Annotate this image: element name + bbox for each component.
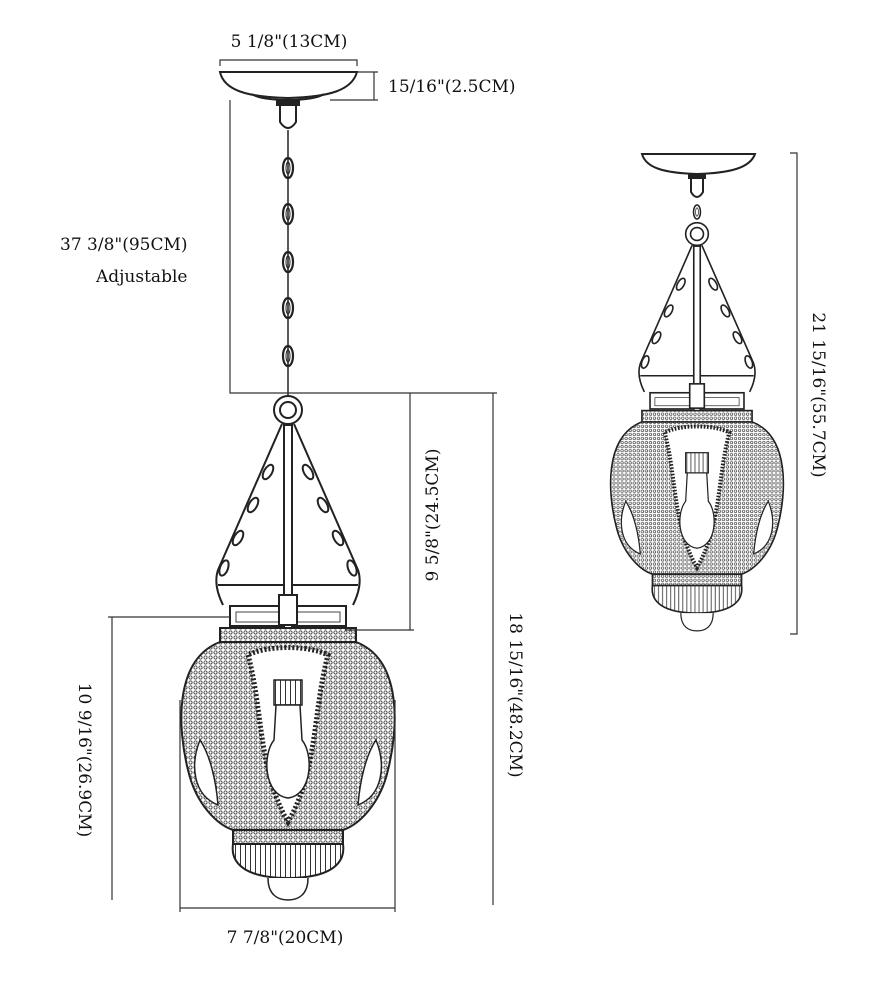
shade-height-label: 10 9/16"(26.9CM) bbox=[74, 683, 94, 838]
frame-height-label: 9 5/8"(24.5CM) bbox=[423, 449, 443, 582]
chain bbox=[281, 130, 295, 395]
canopy-width-label: 5 1/8"(13CM) bbox=[231, 32, 348, 52]
fixture-height-label: 18 15/16"(48.2CM) bbox=[505, 612, 525, 777]
overall-height-label: 21 15/16"(55.7CM) bbox=[808, 312, 828, 477]
chain-length-label: 37 3/8"(95CM) bbox=[60, 235, 188, 255]
canopy-height-label: 15/16"(2.5CM) bbox=[388, 77, 516, 97]
dimension-lines bbox=[108, 59, 798, 912]
small-lamp-drawing bbox=[611, 153, 784, 631]
large-lamp-drawing bbox=[181, 71, 394, 900]
shade-width-label: 7 7/8"(20CM) bbox=[227, 928, 344, 948]
chain-adjustable-note: Adjustable bbox=[95, 267, 187, 287]
